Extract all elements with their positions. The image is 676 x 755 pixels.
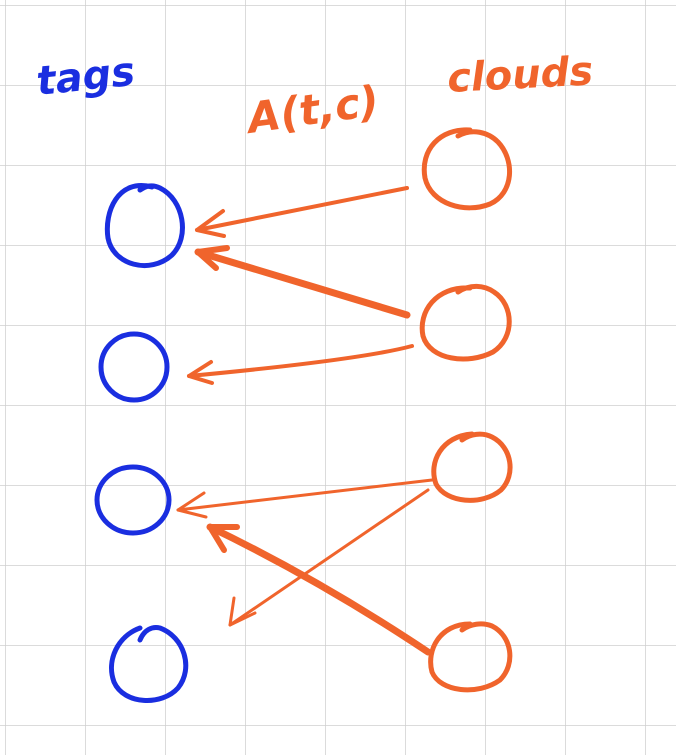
cloud-4 xyxy=(428,621,513,693)
tags-label: tags xyxy=(34,49,137,105)
tag-1 xyxy=(104,183,185,268)
tag-4 xyxy=(109,625,189,703)
edge-cloud-2-tag-1 xyxy=(194,245,411,319)
tag-2 xyxy=(98,331,170,403)
cloud-3 xyxy=(431,431,513,503)
tag-3 xyxy=(94,464,172,536)
cloud-1 xyxy=(421,127,512,211)
cloud-2 xyxy=(419,283,512,362)
clouds-label: clouds xyxy=(446,48,594,102)
edge-cloud-2-tag-2 xyxy=(187,344,414,385)
edge-cloud-3-tag-3 xyxy=(176,478,434,519)
edge-cloud-3-tag-4 xyxy=(228,488,430,627)
edge-cloud-4-tag-3 xyxy=(206,523,432,656)
edge-cloud-1-tag-1 xyxy=(195,186,409,238)
